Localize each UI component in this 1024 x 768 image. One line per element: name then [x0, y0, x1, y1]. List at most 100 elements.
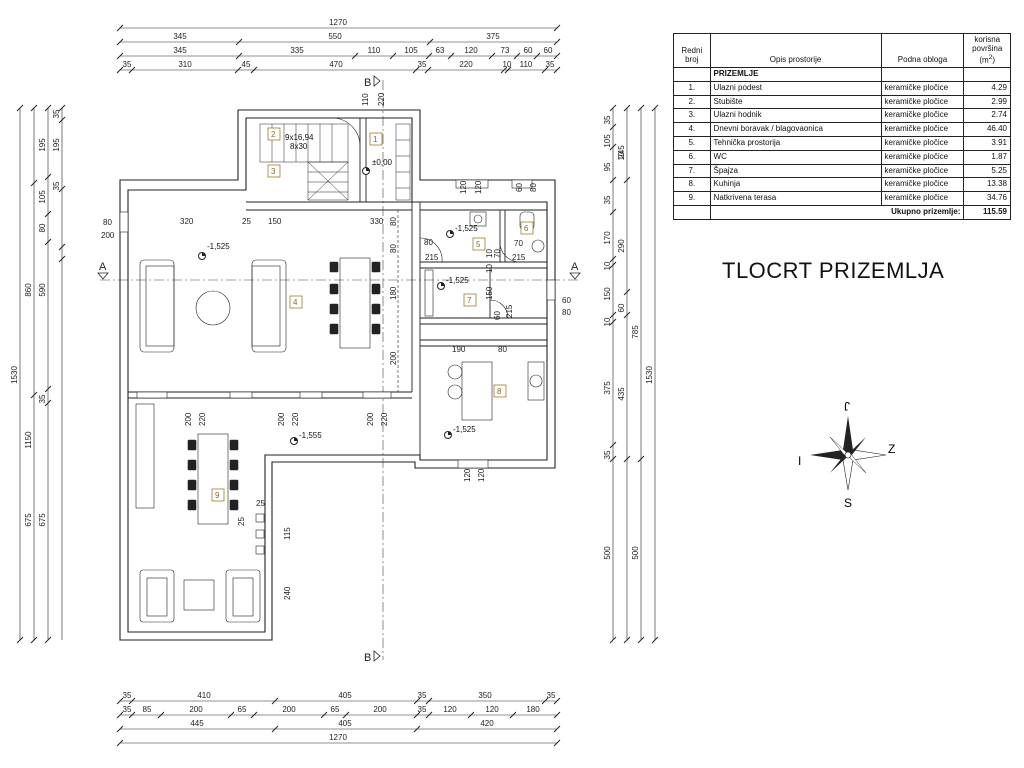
section-a-right-arrow	[569, 272, 581, 280]
dim-label: 80	[103, 218, 112, 227]
dim-label: 115	[283, 527, 292, 540]
row-no: 1.	[673, 80, 711, 96]
section-markers: A A B B	[97, 75, 581, 664]
dim-label: 310	[178, 60, 192, 69]
row-area: 2.99	[963, 94, 1011, 110]
dim-label: 35	[418, 60, 427, 69]
dim-label: 60	[524, 46, 533, 55]
dim-label: 550	[328, 32, 342, 41]
dim-label: 35	[603, 115, 612, 124]
row-area: 1.87	[963, 149, 1011, 165]
dim-label: 220	[198, 412, 207, 426]
dim-label: 60	[617, 303, 626, 312]
plan-title: TLOCRT PRIZEMLJA	[722, 258, 945, 283]
dim-label: 215	[425, 253, 439, 262]
dim-label: 35	[603, 195, 612, 204]
dim-label: 470	[329, 60, 343, 69]
dim-label: 120	[443, 705, 457, 714]
room-number: 6	[524, 224, 529, 233]
header-area-sup: 2	[988, 53, 993, 61]
right-dimension-chains	[609, 104, 659, 644]
dim-label: 80	[498, 345, 507, 354]
dim-label: 180	[389, 286, 398, 300]
dim-label: 65	[331, 705, 340, 714]
dim-label: 35	[418, 705, 427, 714]
top-dimension-labels: 1270 345 550 375 345 335 110 105 63 120 …	[123, 18, 555, 69]
total-value: 115.59	[963, 205, 1011, 220]
dim-label: 80	[389, 244, 398, 253]
dim-label: 60	[493, 311, 502, 320]
section-row: PRIZEMLJE	[673, 67, 1011, 82]
dim-label: 375	[603, 381, 612, 395]
dim-label: 150	[603, 287, 612, 301]
dim-label: 500	[603, 546, 612, 560]
dim-label: 10	[603, 261, 612, 270]
dim-label: 200	[282, 705, 296, 714]
dim-label: 445	[190, 719, 204, 728]
dim-label: 35	[603, 450, 612, 459]
dim-label: 1530	[645, 366, 654, 384]
dim-label: 330	[370, 217, 384, 226]
section-label: PRIZEMLJE	[709, 67, 882, 82]
dim-label: 25	[256, 499, 265, 508]
compass-south-label: S	[844, 496, 852, 510]
header-floor: Podna obloga	[880, 32, 965, 69]
dim-label: 120	[485, 705, 499, 714]
dim-label: 105	[404, 46, 418, 55]
dim-label: 60	[562, 296, 571, 305]
room-number: 5	[476, 240, 481, 249]
dim-label: 500	[631, 546, 640, 560]
row-no: 9.	[673, 191, 711, 207]
row-name: Tehnička prostorija	[709, 136, 882, 151]
dim-label: 345	[173, 32, 187, 41]
dim-label: 63	[436, 46, 445, 55]
interior-walls	[128, 118, 547, 460]
row-floor: keramičke pločice	[880, 136, 965, 151]
dim-label: 240	[283, 586, 292, 600]
bottom-dimension-labels: 35 410 405 35 350 35 35 85 200 65 200 65…	[123, 691, 556, 742]
dim-label: 10	[485, 264, 494, 273]
dim-label: 70	[493, 249, 502, 258]
level-label: -1,525	[207, 242, 230, 251]
section-b-top-arrow	[373, 75, 381, 87]
dim-label: 200	[277, 412, 286, 426]
section-floor-cell	[880, 67, 965, 82]
row-no: 6.	[673, 149, 711, 165]
header-area-line3: (m	[979, 55, 989, 65]
total-label: Ukupno prizemlje:	[709, 205, 965, 220]
dim-label: 120	[463, 468, 472, 482]
row-area: 4.29	[963, 80, 1011, 96]
level-label: ±0,00	[372, 158, 393, 167]
header-area-line2: površina	[972, 43, 1003, 53]
dim-label: 375	[486, 32, 500, 41]
row-floor: keramičke pločice	[880, 122, 965, 138]
dim-label: 200	[389, 351, 398, 365]
room-number: 7	[467, 296, 472, 305]
level-markers: ±0,00 -1,525 -1,525 -1,525 -1,525 -1,555	[198, 158, 478, 445]
level-label: -1,555	[299, 431, 322, 440]
dim-label: 200	[366, 412, 375, 426]
dim-label: 120	[459, 180, 468, 194]
dim-label: 220	[459, 60, 473, 69]
dim-label: 420	[480, 719, 494, 728]
room-number: 4	[293, 298, 298, 307]
row-name: Kuhinja	[709, 177, 882, 193]
row-name: Ulazni podest	[709, 80, 882, 96]
room-number: 9	[215, 491, 220, 500]
level-label: -1,525	[455, 224, 478, 233]
left-dimension-chains	[16, 104, 66, 644]
dim-label: 35	[418, 691, 427, 700]
dim-label: 70	[514, 239, 523, 248]
row-area: 13.38	[963, 177, 1011, 193]
row-area: 2.74	[963, 108, 1011, 124]
row-area: 3.91	[963, 136, 1011, 151]
dim-label: 220	[380, 412, 389, 426]
row-floor: keramičke pločice	[880, 177, 965, 193]
dim-label: 320	[180, 217, 194, 226]
